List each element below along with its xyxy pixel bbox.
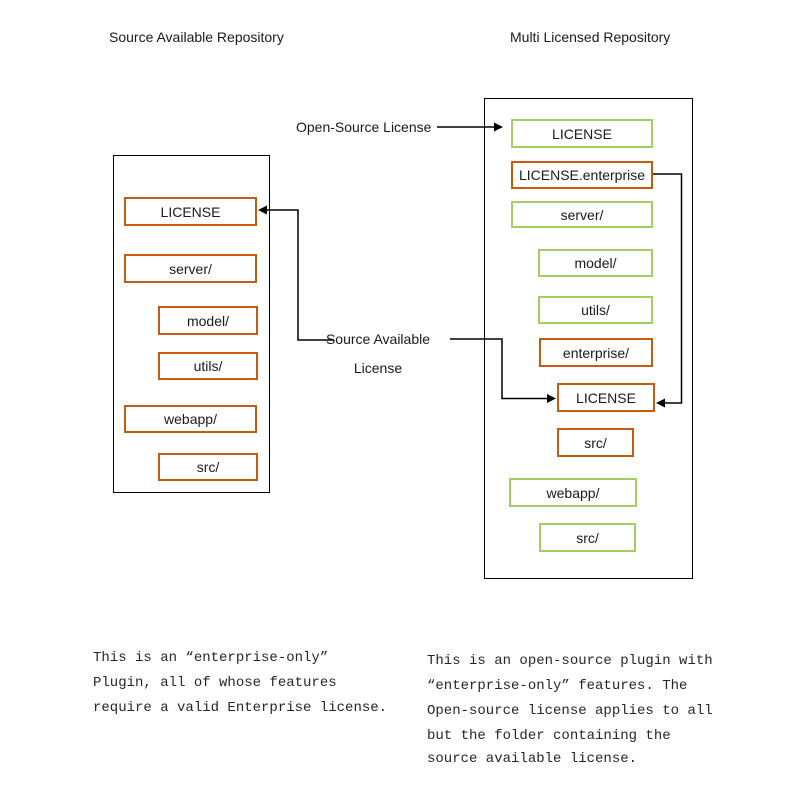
note-line: This is an “enterprise-only” — [93, 650, 329, 666]
left-repo-title: Source Available Repository — [109, 29, 284, 45]
source-available-license-label-line1: Source Available — [325, 331, 431, 347]
left-repo-node-src: src/ — [158, 453, 258, 481]
left-repo-node-webapp: webapp/ — [124, 405, 257, 433]
source-available-license-label-line2: License — [353, 360, 403, 376]
note-line: source available license. — [427, 751, 638, 767]
left-repo-node-utils: utils/ — [158, 352, 258, 380]
note-line: but the folder containing the — [427, 728, 671, 744]
right-repo-node-enterprise-src: src/ — [557, 428, 634, 457]
note-line: Plugin, all of whose features — [93, 675, 337, 691]
right-repo-title: Multi Licensed Repository — [510, 29, 671, 45]
left-repo-node-license: LICENSE — [124, 197, 257, 226]
right-repo-node-model: model/ — [538, 249, 653, 277]
right-repo-node-enterprise-folder: enterprise/ — [539, 338, 653, 367]
right-repo-node-src: src/ — [539, 523, 636, 552]
right-repo-note: This is an open-source plugin with “ente… — [427, 649, 713, 770]
right-repo-node-webapp: webapp/ — [509, 478, 637, 507]
left-repo-node-server: server/ — [124, 254, 257, 283]
right-repo-node-license: LICENSE — [511, 119, 653, 148]
note-line: “enterprise-only” features. The — [427, 678, 688, 694]
right-repo-node-utils: utils/ — [538, 296, 653, 324]
note-line: require a valid Enterprise license. — [93, 700, 388, 716]
connector-source-available-to-left-license — [267, 209, 334, 341]
right-repo-node-enterprise-license: LICENSE — [557, 383, 655, 412]
note-line: Open-source license applies to all — [427, 703, 713, 719]
note-line: This is an open-source plugin with — [427, 653, 713, 669]
open-source-license-label: Open-Source License — [296, 119, 432, 135]
left-repo-note: This is an “enterprise-only” Plugin, all… — [93, 646, 387, 721]
right-repo-node-license-enterprise: LICENSE.enterprise — [511, 161, 653, 189]
left-repo-node-model: model/ — [158, 306, 258, 335]
right-repo-node-server: server/ — [511, 201, 653, 228]
